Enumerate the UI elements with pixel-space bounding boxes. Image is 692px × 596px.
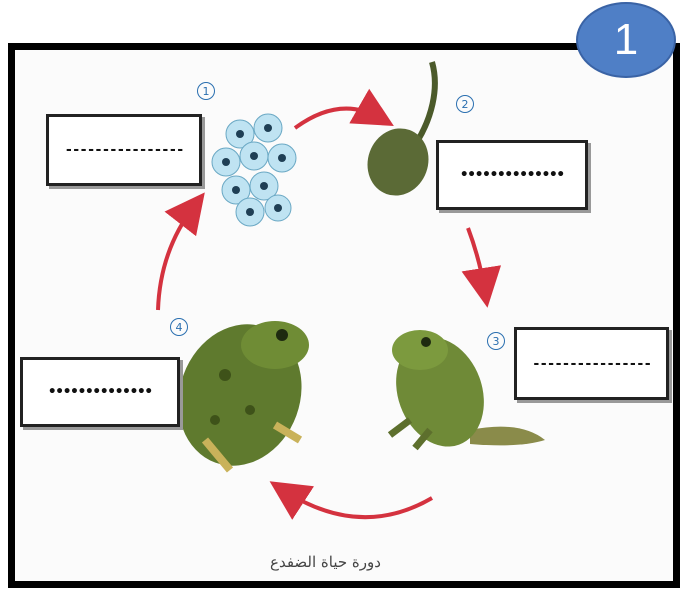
tadpole-illustration	[358, 62, 438, 204]
diagram-caption: دورة حياة الضفدع	[270, 553, 381, 571]
answer-box-stage-2[interactable]: ••••••••••••••	[436, 140, 588, 210]
step-number-badge: 1	[576, 2, 676, 78]
stage-number-4: 4	[170, 318, 188, 336]
frog-eggs-illustration	[212, 114, 296, 226]
answer-box-stage-1[interactable]: ----------------	[46, 114, 202, 186]
arrow-froglet-to-frog	[283, 490, 432, 517]
stage-number-3: 3	[487, 332, 505, 350]
stage-number-1: 1	[197, 82, 215, 100]
answer-box-stage-4[interactable]: ••••••••••••••	[20, 357, 180, 427]
arrow-tadpole-to-froglet	[468, 228, 485, 292]
stage-number-2: 2	[456, 95, 474, 113]
answer-box-stage-3[interactable]: ----------------	[514, 327, 669, 400]
arrow-frog-to-eggs	[158, 205, 195, 310]
arrow-eggs-to-tadpole	[295, 109, 380, 128]
